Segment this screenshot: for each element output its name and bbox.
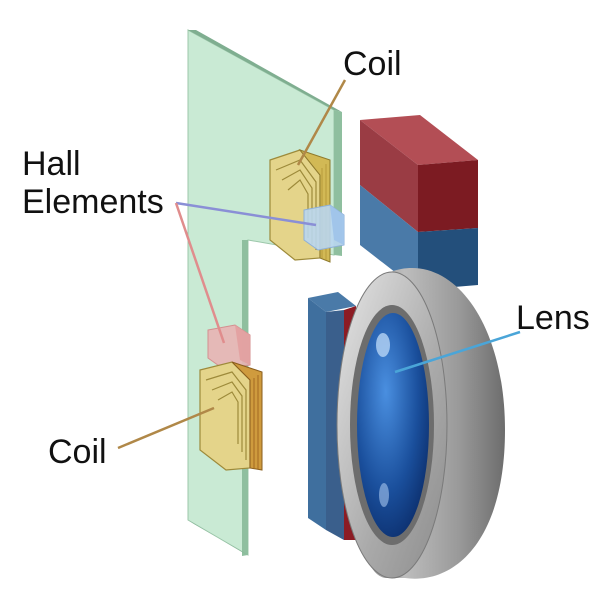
leader-lens: [394, 330, 521, 374]
bottom-hall-element: [207, 324, 251, 369]
label-coil-bottom: Coil: [48, 433, 107, 471]
label-lens: Lens: [516, 299, 590, 337]
leader-hall-bottom: [174, 202, 226, 344]
label-hall-line1: Hall: [22, 145, 81, 183]
bottom-coil: [199, 361, 263, 471]
leader-lines: [117, 79, 521, 450]
top-magnet: [360, 115, 478, 290]
leader-hall-top: [175, 201, 317, 227]
label-coil-top: Coil: [343, 45, 402, 83]
leader-coil-bottom: [117, 406, 215, 450]
leader-coil-top: [296, 79, 347, 166]
lens: [336, 267, 505, 579]
top-hall-element: [303, 204, 345, 251]
label-hall-line2: Elements: [22, 183, 164, 221]
